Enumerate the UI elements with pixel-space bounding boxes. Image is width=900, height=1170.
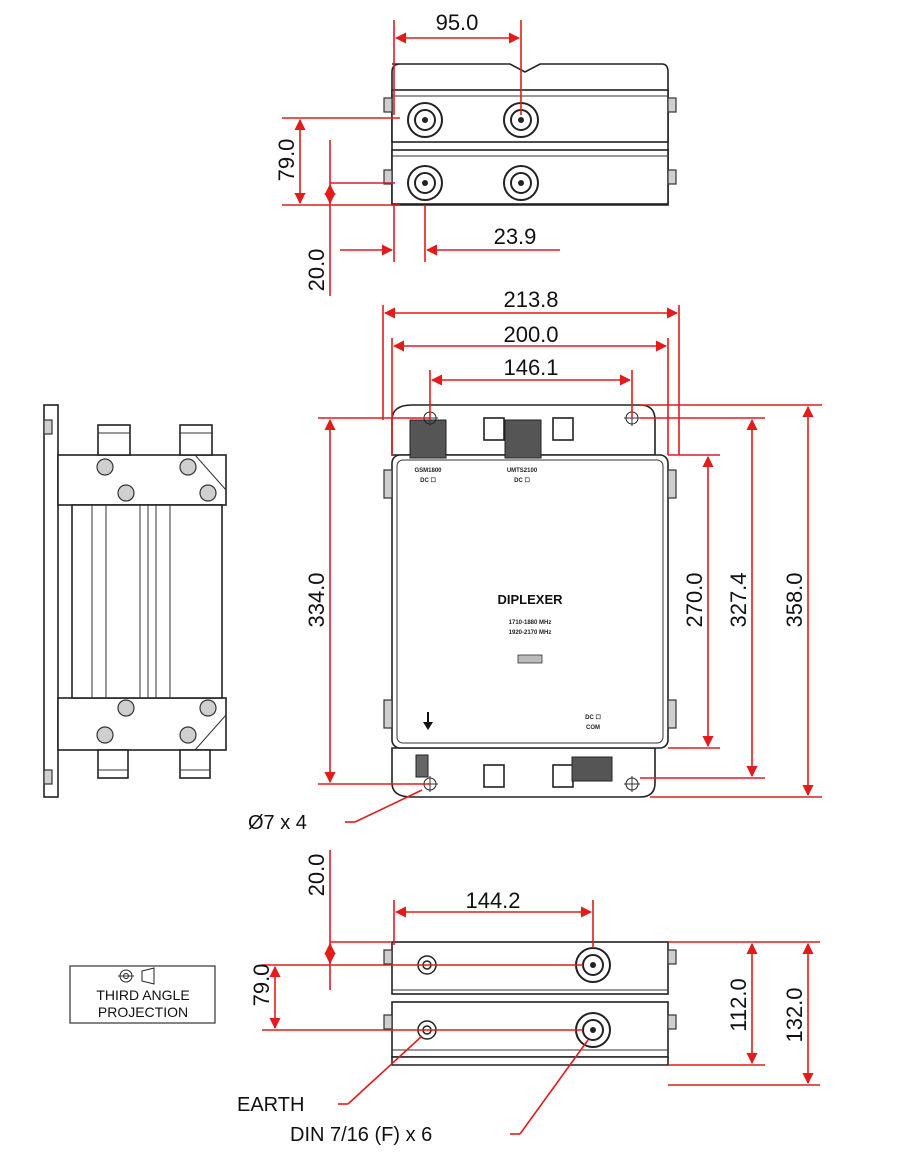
din-connector-icon — [503, 165, 539, 201]
dim-top-width: 95.0 — [436, 10, 479, 35]
dim-bottom-overall: 132.0 — [782, 987, 807, 1042]
side-view — [43, 404, 227, 798]
port2-label: UMTS2100 — [507, 468, 538, 474]
dim-top-offset-v: 20.0 — [304, 249, 329, 292]
dim-body-width: 200.0 — [503, 322, 558, 347]
din-connector-icon — [575, 1012, 611, 1048]
earth-symbol-icon — [423, 712, 433, 730]
dim-left-height: 334.0 — [304, 572, 329, 627]
projection-line1: THIRD ANGLE — [96, 987, 189, 1003]
dim-bottom-offset: 20.0 — [304, 854, 329, 897]
dim-body-height: 270.0 — [682, 572, 707, 627]
dim-bottom-depth: 112.0 — [726, 978, 751, 1031]
projection-symbol: THIRD ANGLE PROJECTION — [69, 965, 216, 1024]
bottom-view: 20.0 144.2 79.0 112.0 132.0 EARTH DIN 7/… — [237, 850, 820, 1146]
din-connector-icon — [407, 102, 443, 138]
third-angle-icon — [118, 967, 155, 985]
device-title: DIPLEXER — [497, 592, 563, 607]
device-freq1: 1710-1880 MHz — [509, 620, 552, 626]
callout-holes: Ø7 x 4 — [248, 812, 307, 834]
dim-overall-height: 358.0 — [782, 572, 807, 627]
mount-hole-icon — [624, 776, 640, 792]
dim-overall-width: 213.8 — [503, 287, 558, 312]
dim-bottom-spacing: 144.2 — [465, 888, 520, 913]
ce-mark-icon — [517, 654, 543, 664]
din-connector-icon — [575, 947, 611, 983]
dim-top-pitch: 79.0 — [274, 139, 299, 182]
top-view: 95.0 79.0 20.0 23.9 — [274, 10, 677, 296]
port1-label: GSM1800 — [414, 468, 442, 474]
dim-mount-height: 327.4 — [726, 572, 751, 627]
com-dc: DC ☐ — [585, 714, 601, 721]
dim-top-offset-h: 23.9 — [494, 224, 537, 249]
port2-dc: DC ☐ — [514, 477, 530, 484]
din-connector-icon — [503, 102, 539, 138]
com-label: COM — [586, 725, 600, 731]
device-freq2: 1920-2170 MHz — [509, 630, 552, 636]
callout-din: DIN 7/16 (F) x 6 — [290, 1124, 432, 1146]
dim-connector-spacing: 146.1 — [503, 355, 558, 380]
port1-dc: DC ☐ — [420, 477, 436, 484]
front-view: GSM1800 DC ☐ UMTS2100 DC ☐ DIPLEXER 1710… — [248, 287, 822, 834]
din-connector-icon — [407, 165, 443, 201]
projection-line2: PROJECTION — [98, 1004, 188, 1020]
callout-earth: EARTH — [237, 1094, 304, 1116]
dim-bottom-pitch: 79.0 — [249, 964, 274, 1007]
